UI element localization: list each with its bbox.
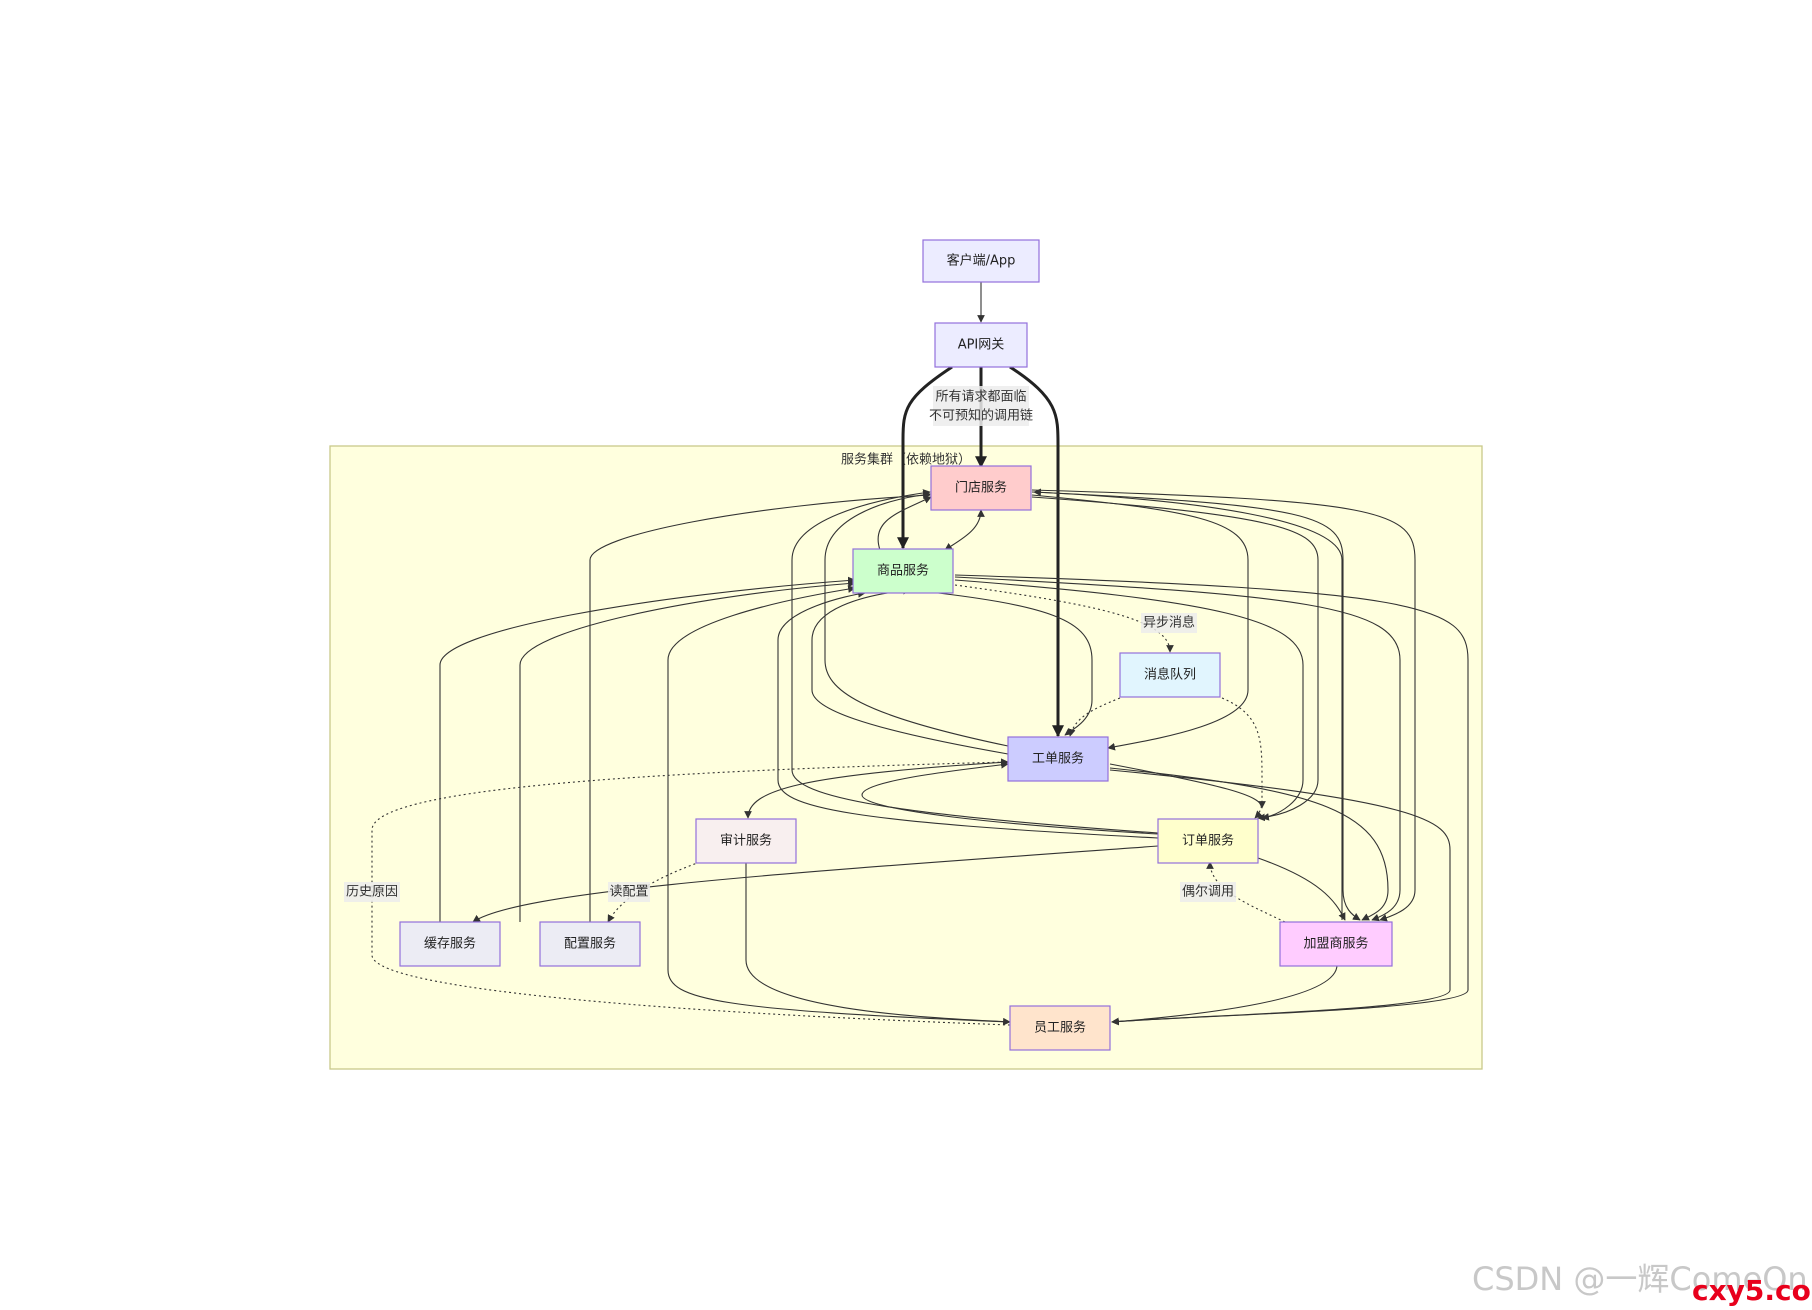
service-cluster: 服务集群（依赖地狱） [329, 445, 1483, 1070]
label-bg-async [1141, 613, 1197, 633]
node-staff-box [1009, 1005, 1111, 1051]
edge-product-workorder [911, 589, 1093, 736]
node-mq-box [1119, 652, 1221, 698]
edge-franchise-store [1033, 488, 1343, 920]
node-store-label: 门店服务 [955, 480, 1007, 496]
edge-product-order [954, 579, 1304, 821]
node-gateway[interactable]: API网关 [934, 322, 1028, 368]
watermark-csdn: CSDN @一辉ComeOn [1472, 1260, 1808, 1298]
node-product-label: 商品服务 [877, 563, 929, 579]
node-client[interactable]: 客户端/App [922, 239, 1040, 283]
watermark-brand: cxy5.com [1692, 1274, 1812, 1307]
watermark: CSDN @一辉ComeOn cxy5.com [1472, 1260, 1812, 1307]
node-config-box [539, 921, 641, 967]
label-all-requests-line2: 不可预知的调用链 [929, 408, 1033, 424]
label-all-requests-line1: 所有请求都面临 [935, 390, 1026, 405]
edge-product-store-loop [877, 496, 932, 551]
edge-store-product [944, 509, 985, 551]
label-read-config: 读配置 [609, 885, 648, 900]
node-cache[interactable]: 缓存服务 [399, 921, 501, 967]
edge-workorder-product [811, 586, 1009, 755]
node-franchise-box [1279, 921, 1393, 967]
edge-product-mq [954, 584, 1174, 653]
node-staff[interactable]: 员工服务 [1009, 1005, 1111, 1051]
node-product[interactable]: 商品服务 [852, 548, 954, 594]
edge-mq-workorder [1068, 697, 1121, 737]
label-bg-read-config [608, 882, 650, 902]
label-occasional-call: 偶尔调用 [1182, 885, 1234, 900]
edge-config-product [519, 579, 856, 922]
node-workorder[interactable]: 工单服务 [1007, 736, 1109, 782]
label-bg-all-requests [933, 386, 1029, 426]
node-workorder-box [1007, 736, 1109, 782]
edge-store-workorder [1031, 494, 1249, 751]
node-gateway-box [934, 322, 1028, 368]
node-order-box [1157, 818, 1259, 864]
edge-product-franchise [954, 576, 1401, 922]
edge-order-workorder [861, 760, 1159, 835]
label-bg-occasional [1180, 882, 1236, 902]
node-order[interactable]: 订单服务 [1157, 818, 1259, 864]
edge-store-franchise-2 [1031, 489, 1416, 922]
node-audit-box [695, 818, 797, 864]
edge-staff-product [667, 585, 1011, 1023]
node-cache-label: 缓存服务 [424, 936, 476, 952]
edge-audit-staff [745, 862, 1011, 1026]
edge-order-store [791, 489, 1159, 834]
cluster-background [329, 445, 1483, 1070]
node-gateway-label: API网关 [958, 338, 1005, 353]
node-config-label: 配置服务 [564, 936, 616, 952]
node-order-label: 订单服务 [1182, 833, 1234, 849]
edge-order-cache [472, 845, 1159, 923]
node-audit-label: 审计服务 [720, 833, 772, 849]
node-store[interactable]: 门店服务 [930, 465, 1032, 511]
edge-order-product [777, 590, 1159, 839]
node-product-box [852, 548, 954, 594]
label-async-message: 异步消息 [1143, 615, 1195, 631]
edge-store-franchise-1 [1031, 491, 1361, 921]
edge-workorder-order [1109, 763, 1266, 809]
edge-cache-product [439, 576, 856, 922]
node-franchise-label: 加盟商服务 [1303, 936, 1368, 952]
node-staff-label: 员工服务 [1034, 1020, 1086, 1036]
node-store-box [930, 465, 1032, 511]
node-mq[interactable]: 消息队列 [1119, 652, 1221, 698]
node-franchise[interactable]: 加盟商服务 [1279, 921, 1393, 967]
edge-franchise-staff [1111, 964, 1338, 1026]
node-workorder-label: 工单服务 [1032, 751, 1084, 767]
edge-workorder-store [824, 491, 1009, 747]
cluster-title: 服务集群（依赖地狱） [841, 452, 971, 468]
node-client-label: 客户端/App [947, 253, 1016, 269]
edge-order-franchise [1257, 857, 1346, 921]
node-config[interactable]: 配置服务 [539, 921, 641, 967]
edge-labels: 所有请求都面临 不可预知的调用链 异步消息 读配置 偶尔调用 历史原因 [344, 386, 1236, 902]
edge-workorder-staff [1109, 769, 1451, 1026]
node-audit[interactable]: 审计服务 [695, 818, 797, 864]
node-cache-box [399, 921, 501, 967]
edge-config-store [589, 491, 931, 922]
label-bg-legacy [344, 882, 400, 902]
edge-store-order [1031, 496, 1319, 822]
node-mq-label: 消息队列 [1144, 667, 1196, 683]
edges [371, 282, 1469, 1026]
node-client-box [922, 239, 1040, 283]
label-legacy-reason: 历史原因 [346, 885, 398, 900]
edge-gateway-product [897, 365, 953, 550]
nodes: 客户端/App API网关 门店服务 商品服务 消息队列 工单服务 审计服务 [399, 239, 1393, 1051]
edge-workorder-audit [744, 761, 1009, 819]
edge-gateway-workorder [1009, 365, 1064, 738]
